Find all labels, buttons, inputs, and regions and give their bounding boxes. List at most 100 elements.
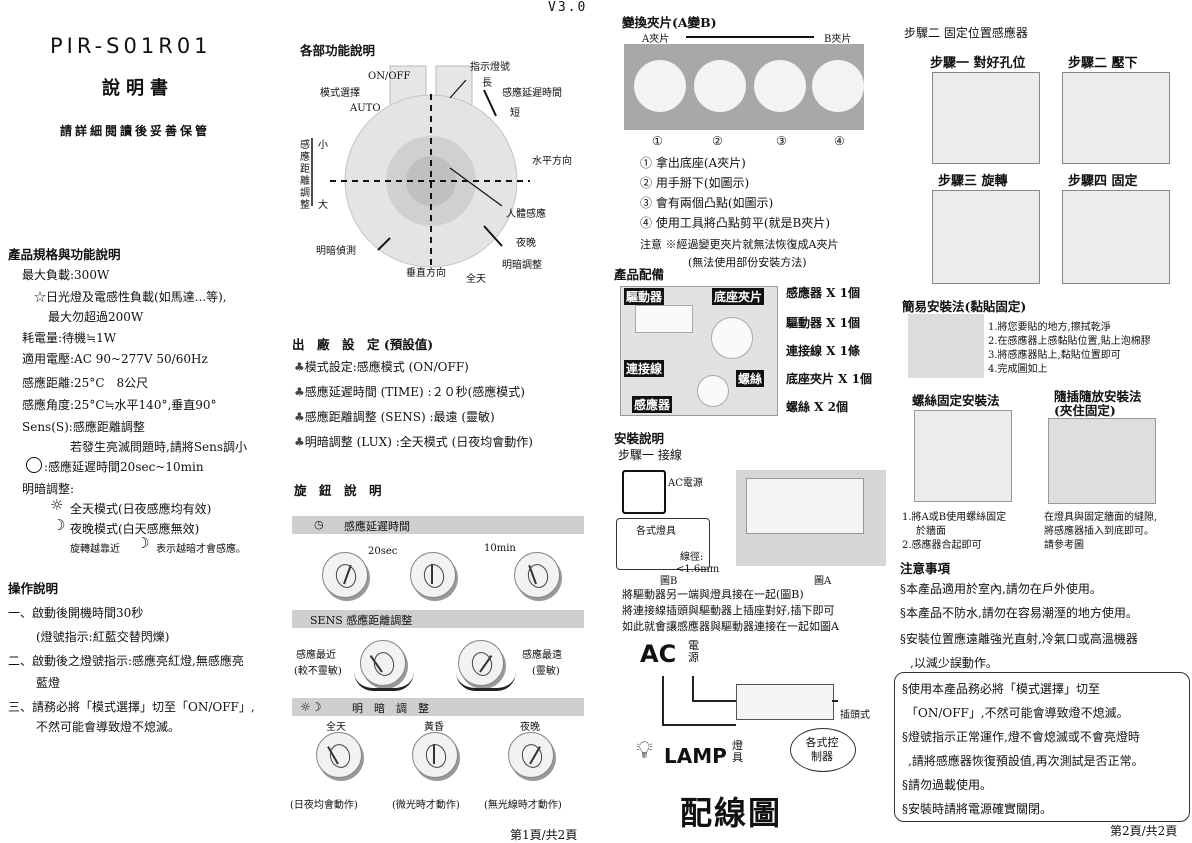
op-heading: 操作說明: [8, 581, 59, 596]
clip-b-label: B夾片: [824, 34, 852, 45]
plug-photo: [1048, 418, 1156, 504]
warning-line: ,請將感應器恢復預設值,再次測試是否正常。: [908, 754, 1144, 768]
model-title: PIR-S01R01: [50, 34, 212, 58]
op-line: 藍燈: [36, 676, 61, 690]
install-step1: 步驟一 接線: [618, 448, 682, 462]
acc-photo-label: 底座夾片: [712, 288, 765, 305]
label-long: 長: [482, 78, 492, 89]
sens-far-sub: (靈敏): [532, 666, 560, 677]
lux-caption-2: (微光時才動作): [392, 800, 460, 811]
acc-item: 驅動器 X 1個: [786, 316, 861, 330]
plug-line: 在燈具與固定牆面的縫隙,: [1044, 512, 1158, 523]
delay-bar: ◷ 感應延遲時間: [292, 516, 584, 534]
sensor-diagram: [311, 65, 530, 270]
bulb-icon: 💡︎: [636, 736, 653, 764]
spec-line: ☆日光燈及電感性負載(如馬達...等),: [34, 290, 227, 304]
op-line: 一、啟動後開機時間30秒: [8, 606, 144, 620]
wire: [692, 676, 694, 700]
accessories-heading: 產品配備: [614, 267, 665, 282]
spec-line: 最大勿超過200W: [48, 310, 144, 324]
screw-line: 於牆面: [916, 526, 946, 537]
step-photo: [932, 190, 1040, 284]
label-night: 夜晚: [516, 238, 536, 249]
clock-icon: ◷: [314, 518, 324, 531]
step2-heading: 步驟二 固定位置感應器: [904, 26, 1028, 40]
label-small: 小: [318, 140, 328, 151]
screw-photo: [914, 410, 1012, 502]
clip-arrow: [686, 36, 814, 38]
acc-photo-label: 連接線: [624, 360, 665, 377]
notice-line: ,以減少誤動作。: [910, 656, 998, 670]
sens-arc: [456, 672, 516, 691]
warning-line: §使用本產品務必將「模式選擇」切至: [902, 682, 1101, 696]
acc-item: 連接線 X 1條: [786, 344, 861, 358]
lux-knob-allday: [316, 732, 362, 778]
wire-spec: <1.6mm: [676, 564, 720, 575]
clip-step: ② 用手掰下(如圖示): [640, 176, 750, 190]
fix-step: 步驟三 旋轉: [938, 174, 1008, 189]
stick-line: 4.完成圖如上: [988, 364, 1048, 375]
wire: [832, 700, 838, 702]
stick-line: 3.將感應器貼上,黏貼位置即可: [988, 350, 1121, 361]
fix-step: 步驟一 對好孔位: [930, 56, 1026, 71]
stick-line: 1.將您要貼的地方,擦拭乾淨: [988, 322, 1111, 333]
op-line: 不然可能會導致燈不熄滅。: [36, 720, 181, 734]
clip-heading: 變換夾片(A變B): [622, 15, 717, 30]
page-number-1: 第1頁/共2頁: [510, 828, 578, 842]
clock-icon: [26, 457, 42, 473]
knobs-heading: 旋 鈕 說 明: [294, 483, 382, 498]
stick-line: 2.在感應器上感黏貼位置,貼上泡棉膠: [988, 336, 1151, 347]
delay-knob-10min: [514, 552, 560, 598]
stick-photo: [908, 314, 984, 378]
accessories-photo: [620, 286, 778, 416]
spec-line: :感應延遲時間20sec~10min: [44, 460, 204, 474]
knob-label-10min: 10min: [484, 543, 516, 554]
clip-step: ④ 使用工具將凸點剪平(就是B夾片): [640, 216, 830, 230]
acc-item: 感應器 X 1個: [786, 286, 861, 300]
notice-heading: 注意事項: [900, 561, 951, 576]
factory-line: ♣感應距離調整 (SENS) :最遠 (靈敏): [294, 410, 495, 424]
lux-bar: ☼☽ 明 暗 調 整: [292, 698, 584, 716]
lamps-box: [616, 518, 710, 570]
warning-box: [894, 672, 1190, 822]
clip-num: ④: [834, 134, 845, 148]
plug-heading-sub: (夾住固定): [1054, 403, 1116, 418]
acc-item: 底座夾片 X 1個: [786, 372, 873, 386]
clip-num: ①: [652, 134, 663, 148]
sens-arc: [354, 672, 414, 691]
label-allday: 全天: [466, 274, 486, 285]
wire: [662, 724, 736, 726]
label-onoff: ON/OFF: [368, 71, 411, 82]
factory-line: ♣明暗調整 (LUX) :全天模式 (日夜均會動作): [294, 435, 533, 449]
moon-icon: ☽: [52, 516, 66, 534]
label-vertical: 垂直方向: [406, 268, 446, 279]
warning-line: §安裝時請將電源確實關閉。: [902, 802, 1053, 816]
spec-line: 若發生亮滅問題時,請將Sens調小: [70, 440, 248, 454]
label-large: 大: [318, 200, 328, 211]
install-line: 將連接線插頭與驅動器上插座對好,插下即可: [622, 604, 835, 617]
version-label: V3.0: [548, 0, 588, 15]
notice-line: §本產品適用於室內,請勿在戶外使用。: [900, 582, 1102, 596]
spec-line: 耗電量:待機≒1W: [22, 331, 117, 345]
spec-heading: 產品規格與功能說明: [8, 247, 121, 262]
label-auto: AUTO: [350, 103, 381, 114]
controller-ellipse: [790, 728, 856, 772]
lux-night: 夜晚: [520, 722, 540, 733]
sens-near-sub: (較不靈敏): [294, 666, 342, 677]
stick-heading: 簡易安裝法(黏貼固定): [902, 299, 1027, 314]
wiring-lamp: LAMP: [664, 744, 727, 768]
screw-heading: 螺絲固定安裝法: [912, 393, 1000, 408]
delay-knob-5min: [410, 552, 456, 598]
acc-photo-label: 感應器: [632, 396, 673, 413]
warning-line: 「ON/OFF」,不然可能會導致燈不熄滅。: [906, 706, 1129, 720]
label-dist-vertical: 感應距離調整: [300, 140, 310, 211]
plug-line: 請參考圖: [1044, 540, 1084, 551]
delay-knob-20sec: [322, 552, 368, 598]
install-heading: 安裝說明: [614, 431, 665, 446]
clip-note: 注意 ※經過變更夾片就無法恢復成A夾片: [640, 238, 839, 251]
factory-line: ♣感應延遲時間 (TIME) :２０秒(感應模式): [294, 385, 525, 399]
spec-line: 感應距離:25°C 8公尺: [22, 376, 149, 390]
sun-moon-icon: ☼☽: [300, 700, 322, 714]
sens-far: 感應最遠: [522, 650, 562, 661]
wire: [692, 700, 736, 702]
